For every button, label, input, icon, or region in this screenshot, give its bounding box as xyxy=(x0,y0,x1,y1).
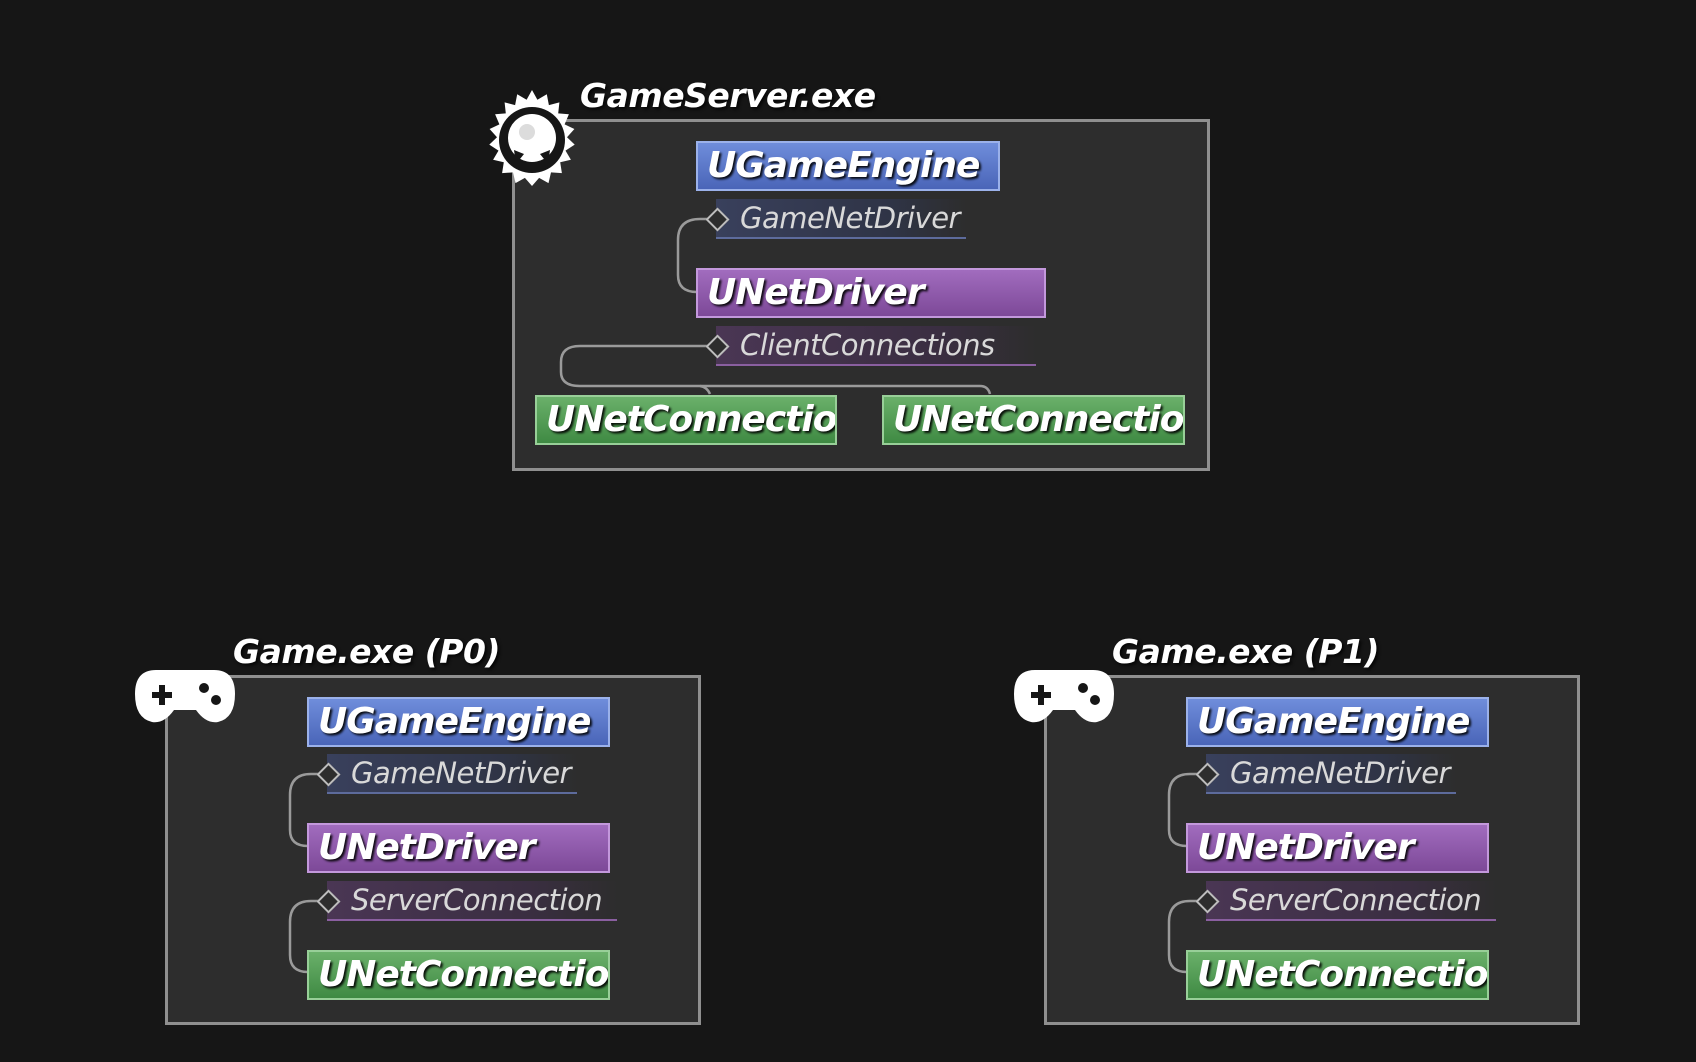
client-p0-title: Game.exe (P0) xyxy=(233,632,501,671)
gamepad-icon xyxy=(1013,668,1115,730)
client-p1-title: Game.exe (P1) xyxy=(1112,632,1380,671)
server-connection-box-1: UNetConnection xyxy=(535,395,837,445)
server-connection-box-2: UNetConnection xyxy=(882,395,1185,445)
client-p0-engine-property: GameNetDriver xyxy=(327,754,577,794)
server-driver-box: UNetDriver xyxy=(696,268,1046,318)
client-p0-engine-box: UGameEngine xyxy=(307,697,610,747)
server-engine-box: UGameEngine xyxy=(696,141,1000,191)
server-engine-property: GameNetDriver xyxy=(716,199,966,239)
client-p1-connection-box: UNetConnection xyxy=(1186,950,1489,1000)
client-p1-driver-box: UNetDriver xyxy=(1186,823,1489,873)
client-p0-driver-property: ServerConnection xyxy=(327,881,617,921)
client-p0-connection-box: UNetConnection xyxy=(307,950,610,1000)
client-p0-driver-box: UNetDriver xyxy=(307,823,610,873)
client-p1-engine-property: GameNetDriver xyxy=(1206,754,1456,794)
gamepad-icon xyxy=(134,668,236,730)
server-title: GameServer.exe xyxy=(580,76,876,115)
server-gear-icon xyxy=(480,88,584,196)
server-driver-property: ClientConnections xyxy=(716,326,1036,366)
client-p1-engine-box: UGameEngine xyxy=(1186,697,1489,747)
client-p1-driver-property: ServerConnection xyxy=(1206,881,1496,921)
